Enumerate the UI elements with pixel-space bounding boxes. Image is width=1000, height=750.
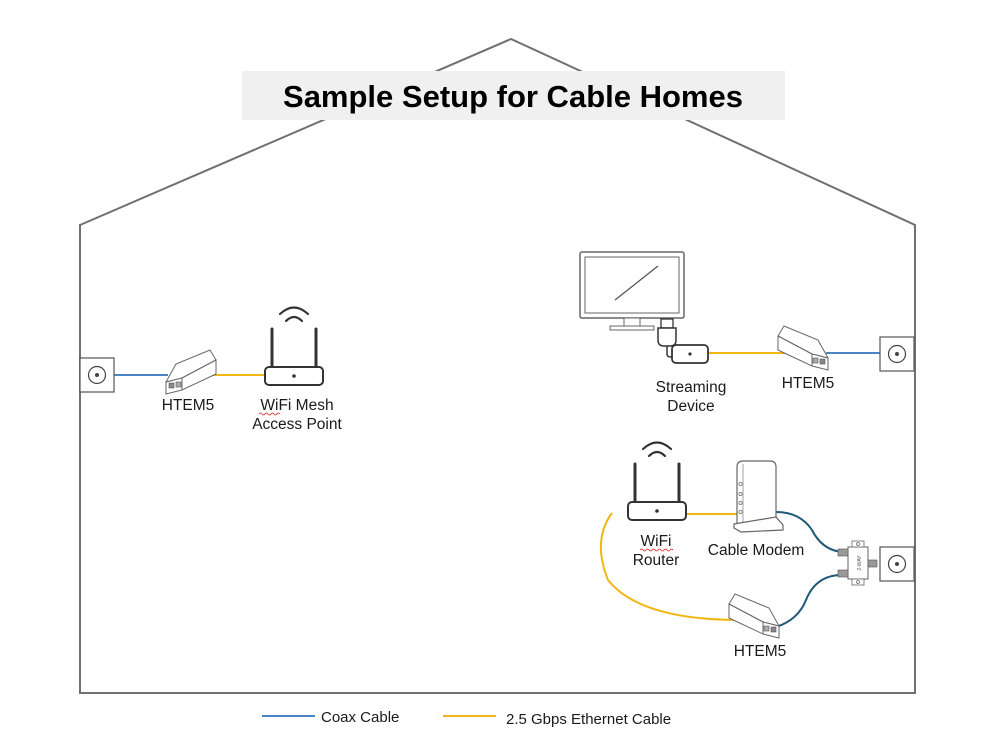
spellcheck-underline: [258, 412, 281, 416]
mesh-ap-label-line2: Access Point: [252, 416, 342, 433]
house-outline: [79, 37, 916, 694]
ethernet-cable: [599, 512, 741, 621]
coax-cable: [775, 511, 843, 553]
htem5-adapter-icon: [165, 349, 217, 395]
page-title: Sample Setup for Cable Homes: [283, 79, 743, 114]
htem5-label: HTEM5: [734, 643, 787, 660]
cable-modem-label: Cable Modem: [708, 542, 805, 559]
tv-monitor-icon: [579, 251, 685, 331]
cable-modem-icon: [733, 460, 784, 533]
wifi-router-icon: [263, 306, 325, 387]
coax-wall-outlet-icon: [879, 336, 915, 372]
wifi-router-label-line2: Router: [633, 552, 680, 569]
legend-label-ethernet: 2.5 Gbps Ethernet Cable: [506, 711, 671, 728]
spellcheck-underline: [639, 548, 674, 552]
htem5-adapter-icon: [728, 593, 780, 639]
coax-splitter-icon: 2-WAY: [837, 540, 878, 586]
coax-wall-outlet-icon: [79, 357, 115, 393]
coax-cable: [775, 574, 843, 628]
wifi-router-icon: [626, 441, 688, 522]
svg-text:2-WAY: 2-WAY: [857, 555, 863, 571]
mesh-ap-label-line1: WiFi Mesh: [260, 397, 333, 414]
streaming-label-line2: Device: [667, 398, 714, 415]
title-banner: Sample Setup for Cable Homes: [242, 71, 785, 120]
coax-wall-outlet-icon: [879, 546, 915, 582]
legend: Coax Cable 2.5 Gbps Ethernet Cable: [262, 709, 671, 728]
streaming-label-line1: Streaming: [656, 379, 727, 396]
legend-label-coax: Coax Cable: [321, 709, 399, 726]
htem5-adapter-icon: [777, 325, 829, 371]
htem5-label: HTEM5: [162, 397, 215, 414]
streaming-device-icon: [671, 344, 709, 364]
htem5-label: HTEM5: [782, 375, 835, 392]
wifi-router-label-line1: WiFi: [641, 533, 672, 550]
hdmi-cable: [657, 318, 677, 358]
